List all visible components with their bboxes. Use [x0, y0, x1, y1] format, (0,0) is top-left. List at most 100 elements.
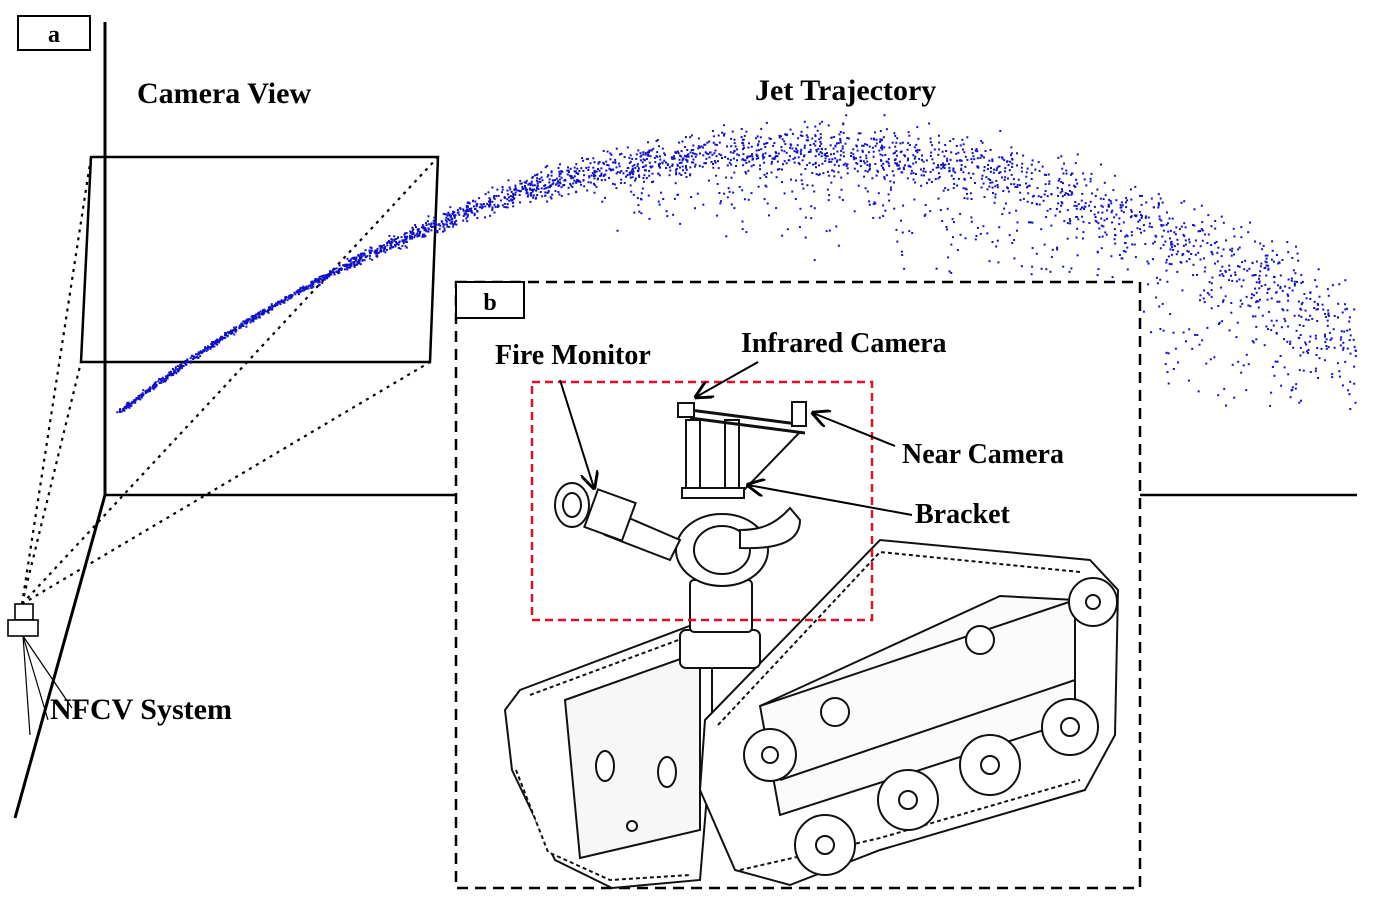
jet-droplet — [776, 168, 779, 171]
jet-droplet — [1298, 324, 1301, 327]
jet-droplet — [912, 154, 915, 157]
jet-droplet — [305, 287, 308, 290]
jet-droplet — [952, 187, 955, 190]
jet-droplet — [1013, 257, 1016, 260]
jet-droplet — [1069, 222, 1072, 225]
jet-droplet — [996, 239, 999, 242]
jet-droplet — [175, 372, 178, 375]
jet-droplet — [1200, 204, 1203, 207]
jet-droplet — [914, 161, 917, 164]
jet-droplet — [1233, 235, 1236, 238]
jet-droplet — [1140, 231, 1142, 234]
jet-droplet — [866, 190, 869, 193]
jet-droplet — [1199, 230, 1202, 232]
jet-droplet — [1068, 270, 1071, 273]
jet-droplet — [1283, 338, 1285, 341]
jet-droplet — [850, 151, 853, 154]
jet-droplet — [1258, 277, 1260, 280]
jet-droplet — [147, 388, 150, 391]
jet-droplet — [652, 180, 655, 183]
jet-droplet — [932, 168, 935, 171]
jet-droplet — [1077, 203, 1080, 206]
camera-view-frame — [79, 155, 440, 364]
jet-droplet — [544, 191, 547, 194]
jet-droplet — [160, 378, 163, 380]
callout-arrows — [559, 361, 913, 516]
jet-droplet — [472, 205, 475, 208]
jet-droplet — [1074, 185, 1077, 188]
jet-droplet — [747, 198, 750, 201]
jet-droplet — [982, 182, 985, 185]
jet-droplet — [1294, 387, 1297, 390]
jet-droplet — [807, 139, 809, 142]
jet-droplet — [1113, 228, 1116, 231]
jet-droplet — [1068, 218, 1071, 221]
jet-droplet — [831, 169, 834, 172]
jet-droplet — [1159, 247, 1162, 250]
jet-droplet — [980, 186, 983, 189]
jet-droplet — [866, 164, 869, 166]
jet-droplet — [518, 194, 521, 196]
jet-droplet — [353, 256, 356, 259]
jet-droplet — [904, 155, 906, 158]
jet-droplet — [513, 188, 516, 191]
jet-droplet — [743, 159, 746, 162]
jet-droplet — [1130, 209, 1133, 212]
jet-droplet — [901, 231, 904, 234]
jet-droplet — [734, 145, 737, 148]
jet-droplet — [773, 158, 776, 160]
jet-droplet — [253, 315, 256, 318]
jet-droplet — [1317, 377, 1320, 379]
jet-droplet — [1282, 309, 1285, 312]
jet-droplet — [676, 164, 679, 167]
jet-droplet — [783, 160, 786, 163]
jet-droplet — [551, 183, 554, 186]
jet-droplet — [514, 184, 517, 187]
jet-droplet — [704, 143, 707, 146]
jet-droplet — [1027, 185, 1030, 188]
jet-droplet — [663, 152, 666, 155]
jet-droplet — [887, 193, 890, 196]
jet-droplet — [947, 256, 950, 259]
jet-droplet — [963, 177, 966, 180]
jet-droplet — [922, 160, 925, 163]
jet-droplet — [302, 285, 305, 288]
jet-droplet — [189, 360, 192, 363]
jet-droplet — [948, 270, 951, 273]
jet-droplet — [732, 151, 735, 154]
jet-droplet — [405, 246, 408, 249]
jet-droplet — [896, 240, 899, 243]
jet-droplet — [764, 152, 767, 155]
jet-droplet — [673, 197, 676, 200]
jet-droplet — [1085, 184, 1088, 187]
jet-droplet — [944, 187, 947, 190]
jet-droplet — [1165, 261, 1168, 264]
jet-droplet — [1274, 360, 1277, 363]
jet-droplet — [1124, 242, 1127, 245]
jet-droplet — [877, 192, 880, 195]
jet-droplet — [1004, 170, 1006, 173]
jet-droplet — [1043, 173, 1046, 176]
jet-droplet — [770, 171, 773, 174]
jet-droplet — [872, 155, 875, 158]
jet-droplet — [894, 151, 896, 154]
jet-droplet — [828, 161, 831, 163]
jet-droplet — [751, 155, 754, 158]
jet-droplet — [353, 261, 356, 264]
jet-droplet — [1284, 285, 1286, 288]
jet-droplet — [675, 173, 677, 176]
jet-droplet — [589, 181, 592, 184]
jet-droplet — [224, 331, 227, 334]
jet-droplet — [314, 279, 316, 282]
jet-droplet — [189, 357, 192, 360]
jet-droplet — [432, 219, 435, 222]
jet-droplet — [1122, 211, 1125, 214]
jet-droplet — [705, 152, 708, 155]
jet-droplet — [369, 250, 372, 253]
jet-droplet — [740, 136, 743, 139]
jet-droplet — [1051, 248, 1054, 251]
jet-droplet — [478, 206, 481, 209]
jet-droplet — [530, 192, 533, 194]
jet-droplet — [1255, 291, 1258, 294]
jet-droplet — [1042, 199, 1045, 202]
